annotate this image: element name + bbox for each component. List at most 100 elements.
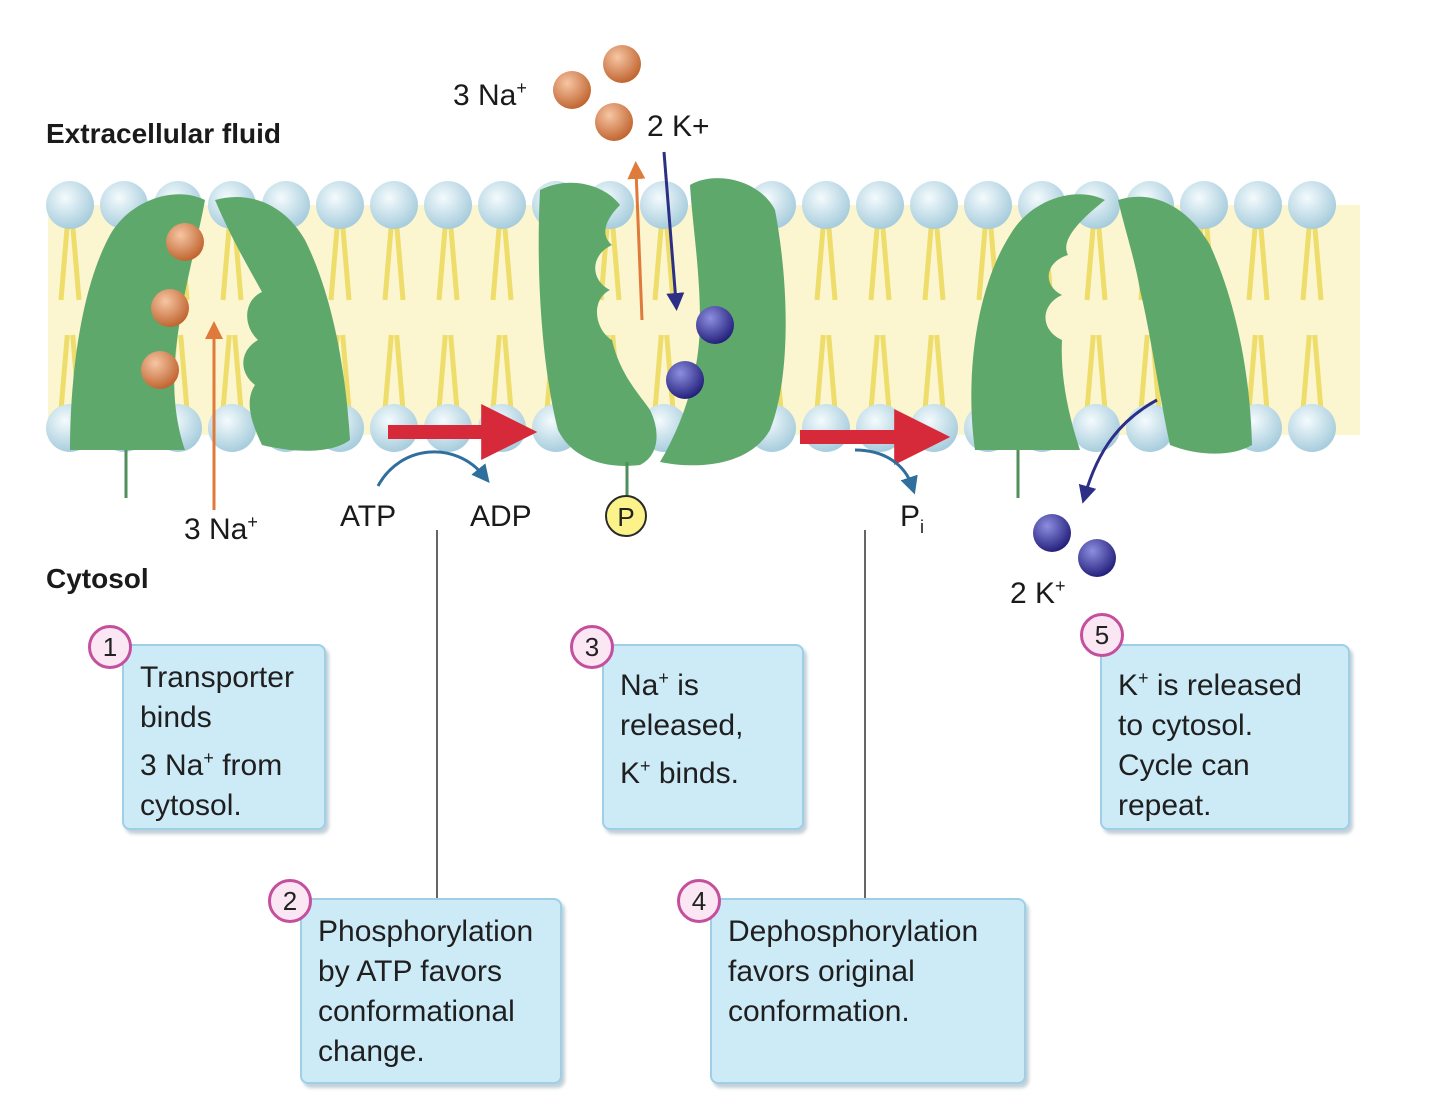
lipid-head (910, 181, 958, 229)
lipid-tail (610, 224, 622, 301)
lipid-tail (880, 224, 892, 301)
lipid-head (910, 404, 958, 452)
lipid-tail (1084, 224, 1096, 301)
lipid-tail (58, 224, 70, 301)
lipid-tail (220, 224, 232, 301)
step-3-line: K+ binds. (620, 756, 739, 790)
lipid-tail (922, 224, 934, 301)
step-5-line: K+ is released (1118, 668, 1302, 702)
atp-label: ATP (340, 500, 397, 533)
lipid-tail (1138, 334, 1150, 411)
step-5-line: Cycle can (1118, 749, 1250, 782)
extracellular-label: Extracellular fluid (46, 118, 281, 149)
step-1-line: Transporter (140, 661, 294, 694)
lipid-tail (934, 224, 946, 301)
step-2-line: change. (318, 1035, 425, 1068)
step-3-line: released, (620, 709, 744, 742)
step-2-number: 2 (268, 879, 312, 923)
lipid-tail (394, 224, 406, 301)
lipid-tail (436, 224, 448, 301)
lipid-tail (1312, 224, 1324, 301)
lipid-head (1126, 404, 1174, 452)
lipid-head (802, 181, 850, 229)
step-4-line: Dephosphorylation (728, 915, 979, 948)
step-5-box: K+ is released to cytosol. Cycle can repeat… (1100, 644, 1350, 830)
lipid-tail (340, 334, 352, 411)
lipid-head (1072, 404, 1120, 452)
step-2-line: Phosphorylation (318, 915, 534, 948)
step-3-line: Na+ is (620, 668, 699, 702)
lipid-tail (868, 334, 880, 411)
adp-label: ADP (470, 500, 532, 533)
na-ions-extracellular (553, 45, 641, 141)
step-1-line: 3 Na+ from (140, 748, 283, 782)
lipid-tail (652, 224, 664, 301)
lipid-tail (1258, 224, 1270, 301)
na-extracellular-label: 3 Na+ (453, 78, 527, 112)
na-cytosol-label: 3 Na+ (184, 512, 258, 546)
step-4-line: favors original (728, 955, 915, 988)
step-3-number: 3 (570, 625, 614, 669)
step-5-line: repeat. (1118, 789, 1212, 822)
lipid-tail (1246, 224, 1258, 301)
step-2-line: by ATP favors (318, 955, 502, 988)
lipid-tail (814, 224, 826, 301)
lipid-head (478, 181, 526, 229)
step-4-box: Dephosphorylation favors original conforma… (710, 898, 1026, 1084)
lipid-tail (436, 334, 448, 411)
step-3-box: Na+ is released, K+ binds. (602, 644, 804, 830)
lipid-tail (1300, 224, 1312, 301)
lipid-tail (934, 334, 946, 411)
k-binding-arrow (662, 151, 685, 311)
phosphate-group-label: P (617, 502, 634, 532)
lipid-head (802, 404, 850, 452)
lipid-tail (448, 334, 460, 411)
step-5-line: to cytosol. (1118, 709, 1254, 742)
lipid-head (1234, 181, 1282, 229)
lipid-tail (826, 334, 838, 411)
cytosol-label: Cytosol (46, 563, 149, 594)
lipid-tail (232, 334, 244, 411)
k-extracellular-label: 2 K+ (647, 110, 710, 143)
lipid-tail (664, 224, 676, 301)
lipid-tail (58, 334, 70, 411)
lipid-tail (880, 334, 892, 411)
lipid-tail (652, 334, 664, 411)
lipid-tail (1300, 334, 1312, 411)
lipid-tail (976, 224, 988, 301)
lipid-tail (502, 224, 514, 301)
lipid-tail (502, 334, 514, 411)
lipid-head (46, 181, 94, 229)
lipid-tail (178, 334, 190, 411)
lipid-tail (394, 334, 406, 411)
lipid-tail (1312, 334, 1324, 411)
step-1-number: 1 (88, 625, 132, 669)
pi-label: Pi (900, 500, 925, 537)
lipid-head (1180, 181, 1228, 229)
lipid-head (964, 181, 1012, 229)
k-ions-cytosol (1033, 514, 1116, 577)
lipid-head (1288, 181, 1336, 229)
lipid-head (424, 181, 472, 229)
k-release-arrow (1078, 398, 1158, 504)
lipid-tail (826, 224, 838, 301)
step-4-line: conformation. (728, 995, 910, 1028)
transporter-1 (70, 194, 350, 498)
lipid-tail (490, 334, 502, 411)
lipid-head (856, 181, 904, 229)
lipid-tail (70, 224, 82, 301)
step-5-number: 5 (1080, 613, 1124, 657)
lipid-tail (868, 224, 880, 301)
lipid-tail (220, 334, 232, 411)
lipid-tail (1096, 224, 1108, 301)
transporter-3 (971, 194, 1252, 498)
lipid-tail (448, 224, 460, 301)
lipid-head (856, 404, 904, 452)
lipid-head (640, 181, 688, 229)
pi-release-arrow (854, 448, 918, 495)
lipid-tail (1096, 334, 1108, 411)
lipid-head (1288, 404, 1336, 452)
